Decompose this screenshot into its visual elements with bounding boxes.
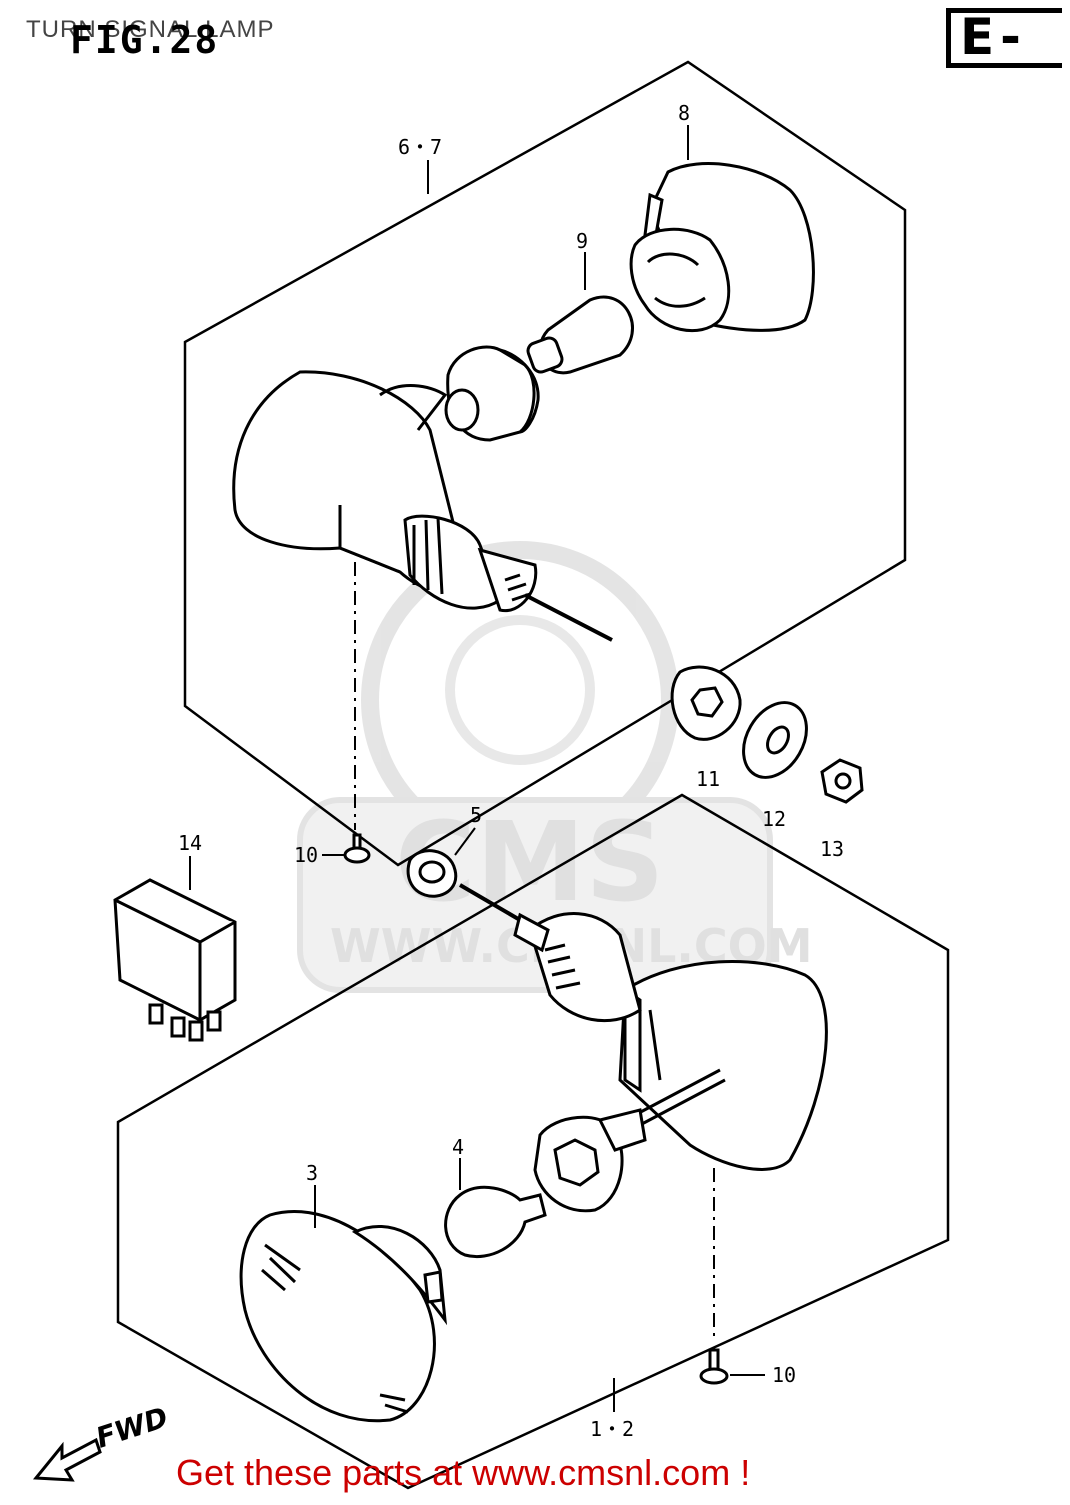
washer-12 [742, 701, 808, 779]
bulb-9 [526, 295, 634, 375]
mounting-nut-11 [670, 665, 742, 741]
lower-lamp-housing [458, 883, 828, 1171]
callout-12: 12 [762, 807, 786, 831]
bulb-4 [444, 1185, 547, 1258]
callout-6-7: 6・7 [398, 135, 442, 159]
callout-10-upper: 10 [294, 843, 318, 867]
upper-lens-8 [629, 162, 815, 333]
upper-lamp-housing [232, 370, 613, 642]
relay-14 [113, 878, 237, 1042]
fwd-arrow-icon [32, 1437, 102, 1482]
region-code-frame [946, 8, 1062, 68]
callout-13: 13 [820, 837, 844, 861]
callout-1-2: 1・2 [590, 1417, 634, 1441]
grommet-5 [406, 849, 458, 898]
callout-11: 11 [696, 767, 720, 791]
leader-lines [189, 125, 765, 1412]
callout-10-lower: 10 [772, 1363, 796, 1387]
nut-13 [820, 758, 864, 804]
upper-assembly-frame [183, 60, 907, 867]
lower-socket [533, 1108, 647, 1213]
lower-lens-3 [239, 1210, 448, 1423]
page-title: TURN SIGNAL LAMP [26, 16, 275, 43]
screw-10-lower [699, 1348, 729, 1385]
forward-direction-indicator: FWD [32, 1401, 172, 1482]
lower-assembly-frame [116, 793, 950, 1490]
callout-9: 9 [576, 229, 588, 253]
fwd-label: FWD [92, 1401, 172, 1455]
upper-socket [444, 345, 540, 442]
callout-5: 5 [470, 803, 482, 827]
footer-cta-link[interactable]: Get these parts at www.cmsnl.com ! [176, 1452, 751, 1493]
region-code: E- [960, 8, 1027, 66]
callout-3: 3 [306, 1161, 318, 1185]
callout-4: 4 [452, 1135, 464, 1159]
callout-14: 14 [178, 831, 202, 855]
callout-8: 8 [678, 101, 690, 125]
callout-labels: 6・7 8 9 5 10 11 12 13 14 3 4 10 1・2 [178, 101, 844, 1441]
figure-number: FIG.28 [70, 18, 220, 62]
